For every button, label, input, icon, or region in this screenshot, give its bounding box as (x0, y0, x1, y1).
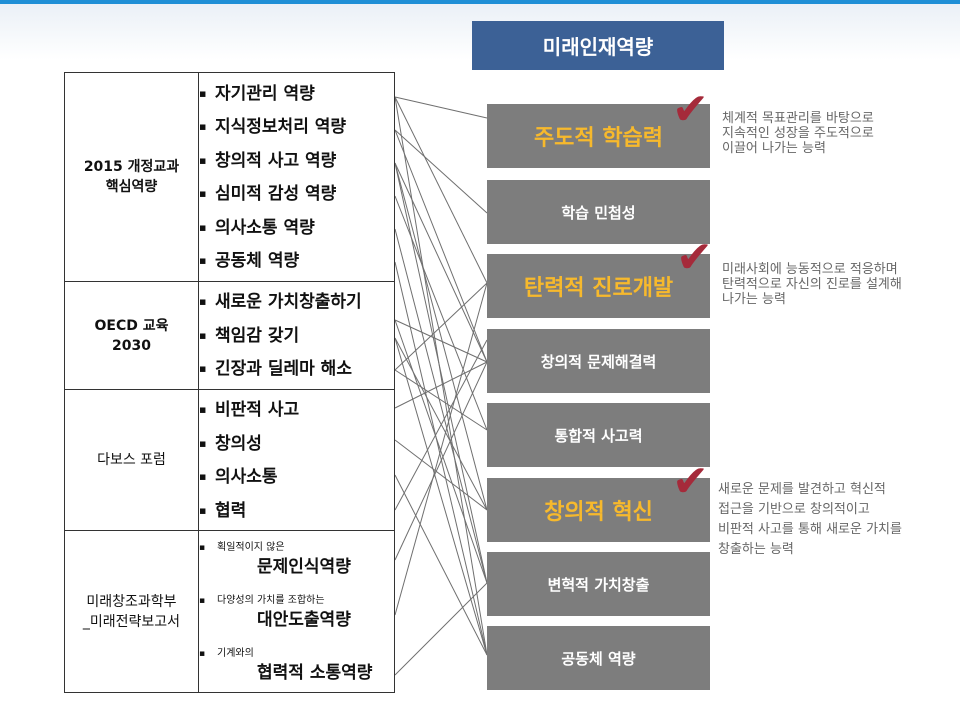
connector-line (394, 96, 488, 284)
list-item: 창의성 (199, 427, 394, 461)
check-mark-icon: ✔ (676, 232, 713, 283)
list-item: 다양성의 가치를 조합하는 대안도출역량 (199, 585, 394, 638)
target-integrative-thinking: 통합적 사고력 (487, 403, 710, 467)
connector-line (394, 319, 488, 363)
connector-line (394, 474, 488, 656)
list-item: 심미적 감성 역량 (199, 177, 394, 211)
connector-line (394, 282, 488, 616)
connector-line (394, 582, 488, 676)
list-item: 공동체 역량 (199, 244, 394, 278)
list-item: 새로운 가치창출하기 (199, 285, 394, 319)
connector-line (394, 195, 488, 431)
group-items-davos: 비판적 사고 창의성 의사소통 협력 (198, 389, 395, 531)
list-item: 창의적 사고 역량 (199, 144, 394, 178)
target-community: 공동체 역량 (487, 626, 710, 690)
description-creative-innovation: 새로운 문제를 발견하고 혁신적 접근을 기반으로 창의적이고 비판적 사고를 … (718, 482, 902, 557)
target-self-directed-learning: 주도적 학습력 (487, 104, 710, 168)
connector-line (394, 162, 488, 363)
connector-line (394, 361, 488, 561)
list-item: 기계와의 협력적 소통역량 (199, 638, 394, 691)
connector-line (394, 129, 488, 363)
page-title: 미래인재역량 (472, 21, 724, 70)
connector-line (394, 439, 488, 511)
target-creative-innovation: 창의적 혁신 (487, 478, 710, 542)
description-resilient-career: 미래사회에 능동적으로 적응하며 탄력적으로 자신의 진로를 설계해 나가는 능… (722, 262, 902, 307)
group-name-oecd: OECD 교육 2030 (64, 281, 199, 390)
group-items-2015-curriculum: 자기관리 역량 지식정보처리 역량 창의적 사고 역량 심미적 감성 역량 의사… (198, 72, 395, 282)
connector-line (394, 339, 488, 511)
group-name-davos: 다보스 포럼 (64, 389, 199, 531)
list-item: 의사소통 역량 (199, 211, 394, 245)
group-items-oecd: 새로운 가치창출하기 책임감 갖기 긴장과 딜레마 해소 (198, 281, 395, 390)
list-item: 협력 (199, 494, 394, 528)
group-name-msip: 미래창조과학부 _미래전략보고서 (64, 530, 199, 693)
competency-sources-table: 2015 개정교과 핵심역량 자기관리 역량 지식정보처리 역량 창의적 사고 … (64, 72, 395, 693)
list-item: 획일적이지 않은 문제인식역량 (199, 532, 394, 585)
check-mark-icon: ✔ (672, 84, 709, 135)
connector-line (394, 282, 488, 371)
check-mark-icon: ✔ (672, 456, 709, 507)
description-self-directed-learning: 체계적 목표관리를 바탕으로 지속적인 성장을 주도적으로 이끌어 나가는 능력 (722, 111, 874, 156)
connector-line (394, 319, 488, 584)
connector-line (394, 361, 488, 409)
connector-line (394, 162, 488, 584)
target-learning-agility: 학습 민첩성 (487, 180, 710, 244)
list-item: 긴장과 딜레마 해소 (199, 352, 394, 386)
connector-line (394, 369, 488, 431)
connector-line (394, 129, 488, 214)
list-item: 의사소통 (199, 460, 394, 494)
list-item: 자기관리 역량 (199, 77, 394, 111)
list-item: 지식정보처리 역량 (199, 110, 394, 144)
target-resilient-career: 탄력적 진로개발 (487, 254, 710, 318)
connector-line (394, 228, 488, 584)
connector-line (394, 337, 488, 656)
top-accent-line (0, 0, 960, 4)
connector-line (394, 162, 488, 511)
list-item: 비판적 사고 (199, 393, 394, 427)
group-items-msip: 획일적이지 않은 문제인식역량 다양성의 가치를 조합하는 대안도출역량 기계와… (198, 530, 395, 693)
connector-line (394, 96, 488, 656)
connector-line (394, 96, 488, 119)
list-item: 책임감 갖기 (199, 319, 394, 353)
target-creative-problem-solving: 창의적 문제해결력 (487, 329, 710, 393)
group-name-2015-curriculum: 2015 개정교과 핵심역량 (64, 72, 199, 282)
target-transformative-value: 변혁적 가치창출 (487, 552, 710, 616)
